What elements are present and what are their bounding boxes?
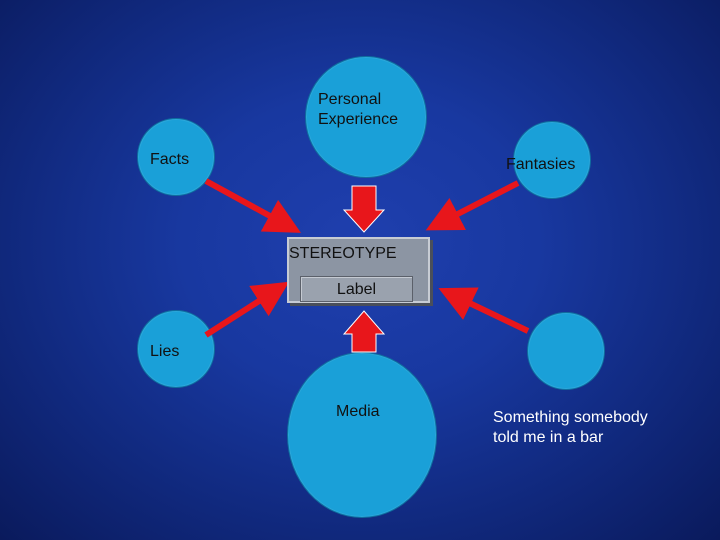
facts-label: Facts <box>150 151 190 168</box>
arrow-fantasies <box>425 180 520 231</box>
arrow-lies <box>204 281 290 338</box>
personal-experience-label: Personal Experience <box>318 91 399 128</box>
media-label: Media <box>336 403 380 420</box>
label-box <box>300 276 413 302</box>
lies-label: Lies <box>150 343 180 360</box>
label-text: Label <box>336 281 377 298</box>
bar-story-label: Something somebody told me in a bar <box>493 409 648 446</box>
circle-fantasies <box>513 121 591 199</box>
circle-personal-experience <box>305 56 427 178</box>
stereotype-title: STEREOTYPE <box>289 245 397 262</box>
arrow-facts <box>204 178 302 233</box>
arrow-bar-story <box>438 287 530 334</box>
block-arrow-up <box>342 310 386 353</box>
fantasies-label: Fantasies <box>506 156 576 173</box>
circle-media <box>287 352 437 518</box>
circle-facts <box>137 118 215 196</box>
block-arrow-down <box>342 185 386 233</box>
circle-bar-story <box>527 312 605 390</box>
circle-lies <box>137 310 215 388</box>
